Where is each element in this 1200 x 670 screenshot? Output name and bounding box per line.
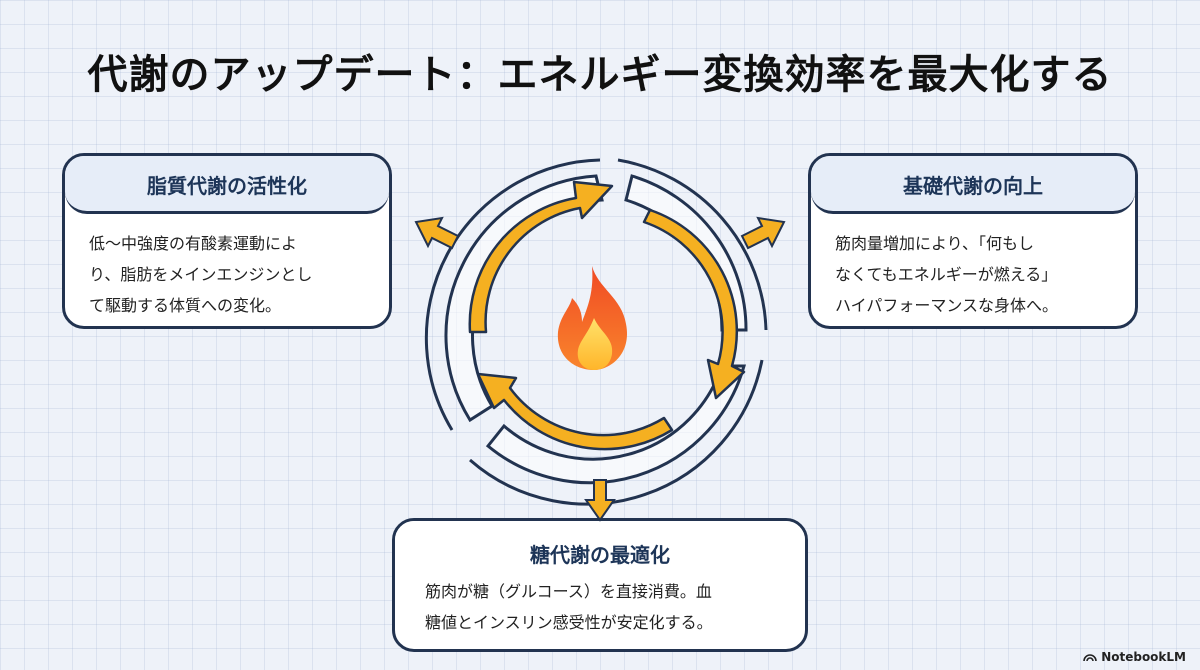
fire-icon xyxy=(557,266,628,370)
card-glucose-line: 筋肉が糖（グルコース）を直接消費。血 xyxy=(425,582,712,601)
brand-label: NotebookLM xyxy=(1101,650,1186,664)
outward-arrow-down xyxy=(584,479,616,522)
metabolic-cycle-diagram xyxy=(414,158,786,522)
ring-band xyxy=(485,364,746,485)
card-basal-heading: 基礎代謝の向上 xyxy=(811,156,1135,214)
cycle-arrow-right xyxy=(642,208,746,400)
card-lipid-body: 低〜中強度の有酸素運動によ り、脂肪をメインエンジンとし て駆動する体質への変化… xyxy=(65,214,389,326)
outward-arrow-left xyxy=(414,216,460,250)
card-lipid-line: り、脂肪をメインエンジンとし xyxy=(89,265,313,284)
ring-segment xyxy=(424,158,601,431)
ring-segment xyxy=(617,158,768,331)
card-basal-body: 筋肉量増加により、「何もし なくてもエネルギーが燃える」 ハイパフォーマンスな身… xyxy=(811,214,1135,326)
card-lipid-line: て駆動する体質への変化。 xyxy=(89,296,282,315)
card-glucose-metabolism: 糖代謝の最適化 筋肉が糖（グルコース）を直接消費。血 糖値とインスリン感受性が安… xyxy=(392,518,808,652)
card-basal-line: ハイパフォーマンスな身体へ。 xyxy=(835,296,1059,315)
card-basal-line: 筋肉量増加により、「何もし xyxy=(835,234,1035,253)
card-basal-line: なくてもエネルギーが燃える」 xyxy=(835,265,1058,284)
notebooklm-logo-icon xyxy=(1083,654,1097,662)
card-lipid-metabolism: 脂質代謝の活性化 低〜中強度の有酸素運動によ り、脂肪をメインエンジンとし て駆… xyxy=(62,153,392,329)
card-lipid-heading: 脂質代謝の活性化 xyxy=(65,156,389,214)
page-title: 代謝のアップデート：エネルギー変換効率を最大化する xyxy=(87,52,1113,98)
notebooklm-brand: NotebookLM xyxy=(1083,650,1186,664)
ring-segment xyxy=(469,359,764,506)
cycle-arrow-bottom xyxy=(476,372,674,451)
card-glucose-line: 糖値とインスリン感受性が安定化する。 xyxy=(425,613,713,632)
card-basal-metabolism: 基礎代謝の向上 筋肉量増加により、「何もし なくてもエネルギーが燃える」 ハイパ… xyxy=(808,153,1138,329)
outward-arrow-right xyxy=(740,216,786,250)
card-lipid-line: 低〜中強度の有酸素運動によ xyxy=(89,234,298,253)
cycle-arrow-top xyxy=(468,180,614,334)
card-glucose-body: 筋肉が糖（グルコース）を直接消費。血 糖値とインスリン感受性が安定化する。 xyxy=(395,572,805,648)
card-glucose-heading: 糖代謝の最適化 xyxy=(395,521,805,572)
